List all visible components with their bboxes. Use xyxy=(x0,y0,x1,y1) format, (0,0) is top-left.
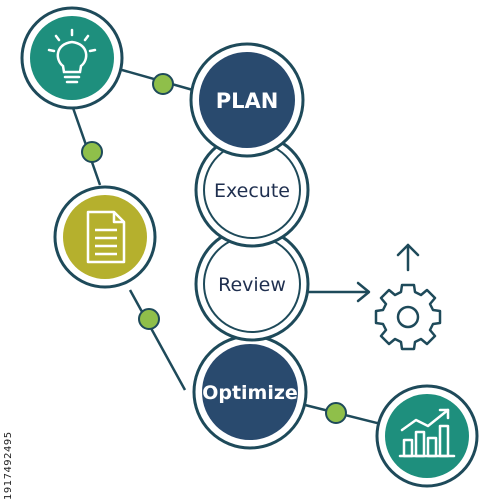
step-label-optimize: Optimize xyxy=(202,382,298,404)
gear-icon xyxy=(374,283,442,351)
growth-chart-icon xyxy=(398,408,456,458)
step-label-review: Review xyxy=(218,274,286,296)
document-icon xyxy=(86,210,126,264)
review-arrow xyxy=(306,281,371,303)
growth-chart-circle xyxy=(375,384,479,488)
step-label-execute: Execute xyxy=(214,180,290,202)
document-circle xyxy=(53,185,157,289)
stock-image-id: 1917492495 xyxy=(3,431,14,500)
connector-dot xyxy=(152,73,174,95)
lightbulb-icon xyxy=(47,28,97,84)
connector-dot xyxy=(138,308,160,330)
lightbulb-circle xyxy=(20,6,124,110)
gear-with-up-arrow-icon xyxy=(374,243,442,351)
step-optimize: Optimize xyxy=(192,334,308,450)
connector-dot xyxy=(325,402,347,424)
step-label-plan: PLAN xyxy=(216,89,279,113)
step-execute: Execute xyxy=(194,132,310,248)
step-plan: PLAN xyxy=(189,42,305,158)
step-review: Review xyxy=(194,226,310,342)
connector-dot xyxy=(81,141,103,163)
